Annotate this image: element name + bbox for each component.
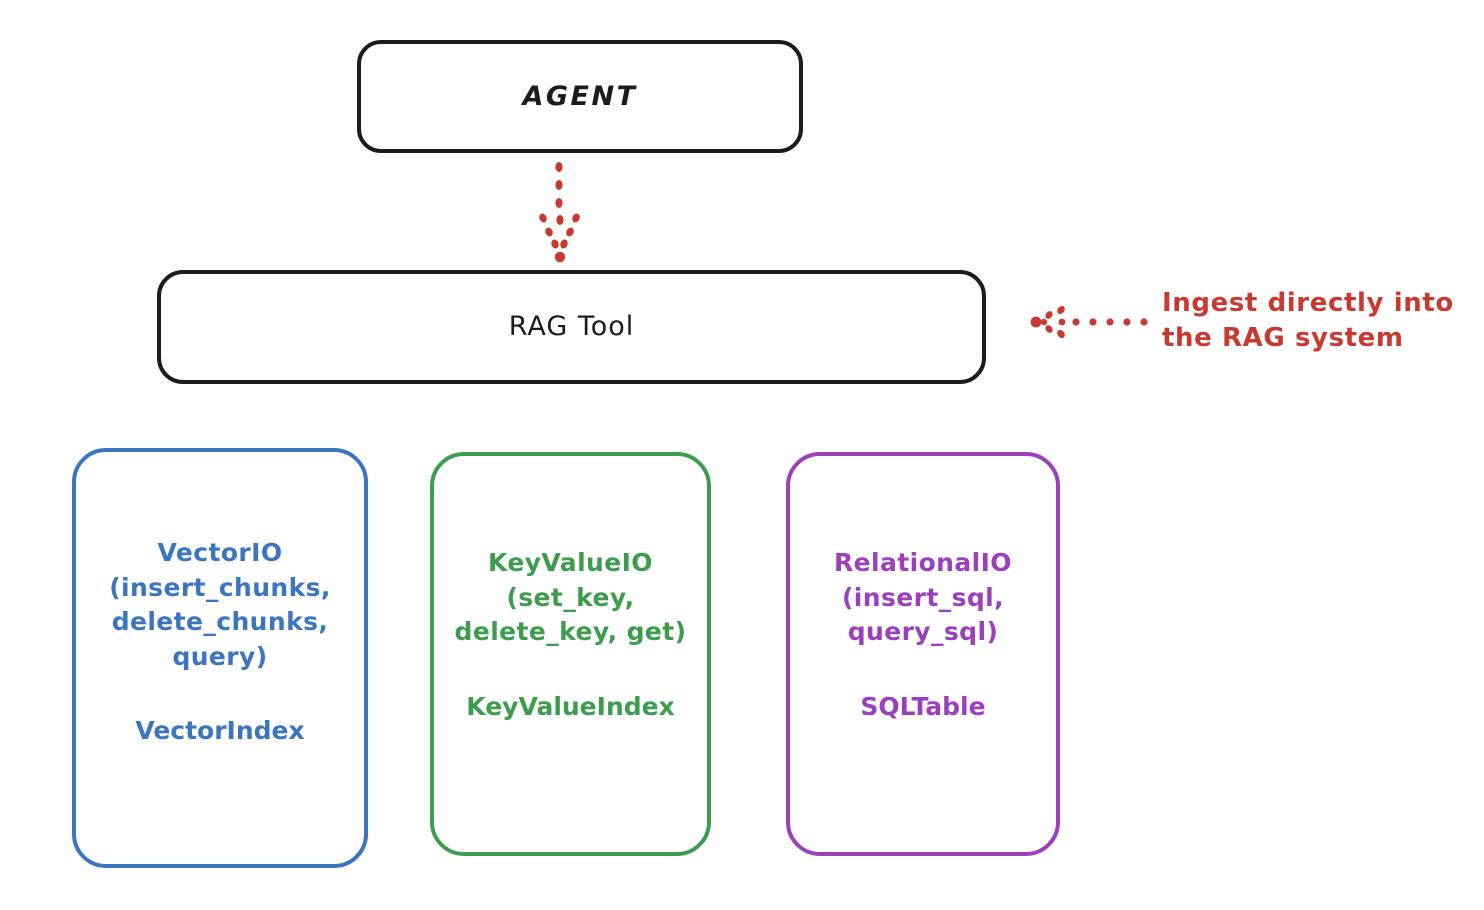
node-agent-label: AGENT xyxy=(522,80,638,112)
node-key-value-io[interactable]: KeyValueIO (set_key, delete_key, get) Ke… xyxy=(430,452,711,856)
node-vector-io[interactable]: VectorIO (insert_chunks, delete_chunks, … xyxy=(72,448,368,868)
node-vector-io-sub: VectorIndex xyxy=(135,716,305,745)
node-vector-io-label: VectorIO (insert_chunks, delete_chunks, … xyxy=(109,538,331,671)
node-agent[interactable]: AGENT xyxy=(357,40,803,153)
node-rag-tool-label: RAG Tool xyxy=(508,311,635,343)
node-relational-io[interactable]: RelationalIO (insert_sql, query_sql) SQL… xyxy=(786,452,1060,856)
node-relational-io-label: RelationalIO (insert_sql, query_sql) xyxy=(834,548,1012,646)
annotation-ingest: Ingest directly into the RAG system xyxy=(1020,276,1480,366)
annotation-ingest-arrow-icon xyxy=(1030,305,1148,339)
annotation-ingest-text: Ingest directly into the RAG system xyxy=(1162,288,1454,353)
node-relational-io-sub: SQLTable xyxy=(860,691,986,721)
edge-agent-to-rag-tool-arrow xyxy=(539,162,580,263)
node-key-value-io-label: KeyValueIO (set_key, delete_key, get) xyxy=(454,548,687,646)
node-key-value-io-sub: KeyValueIndex xyxy=(466,691,675,721)
node-rag-tool[interactable]: RAG Tool xyxy=(157,270,986,384)
